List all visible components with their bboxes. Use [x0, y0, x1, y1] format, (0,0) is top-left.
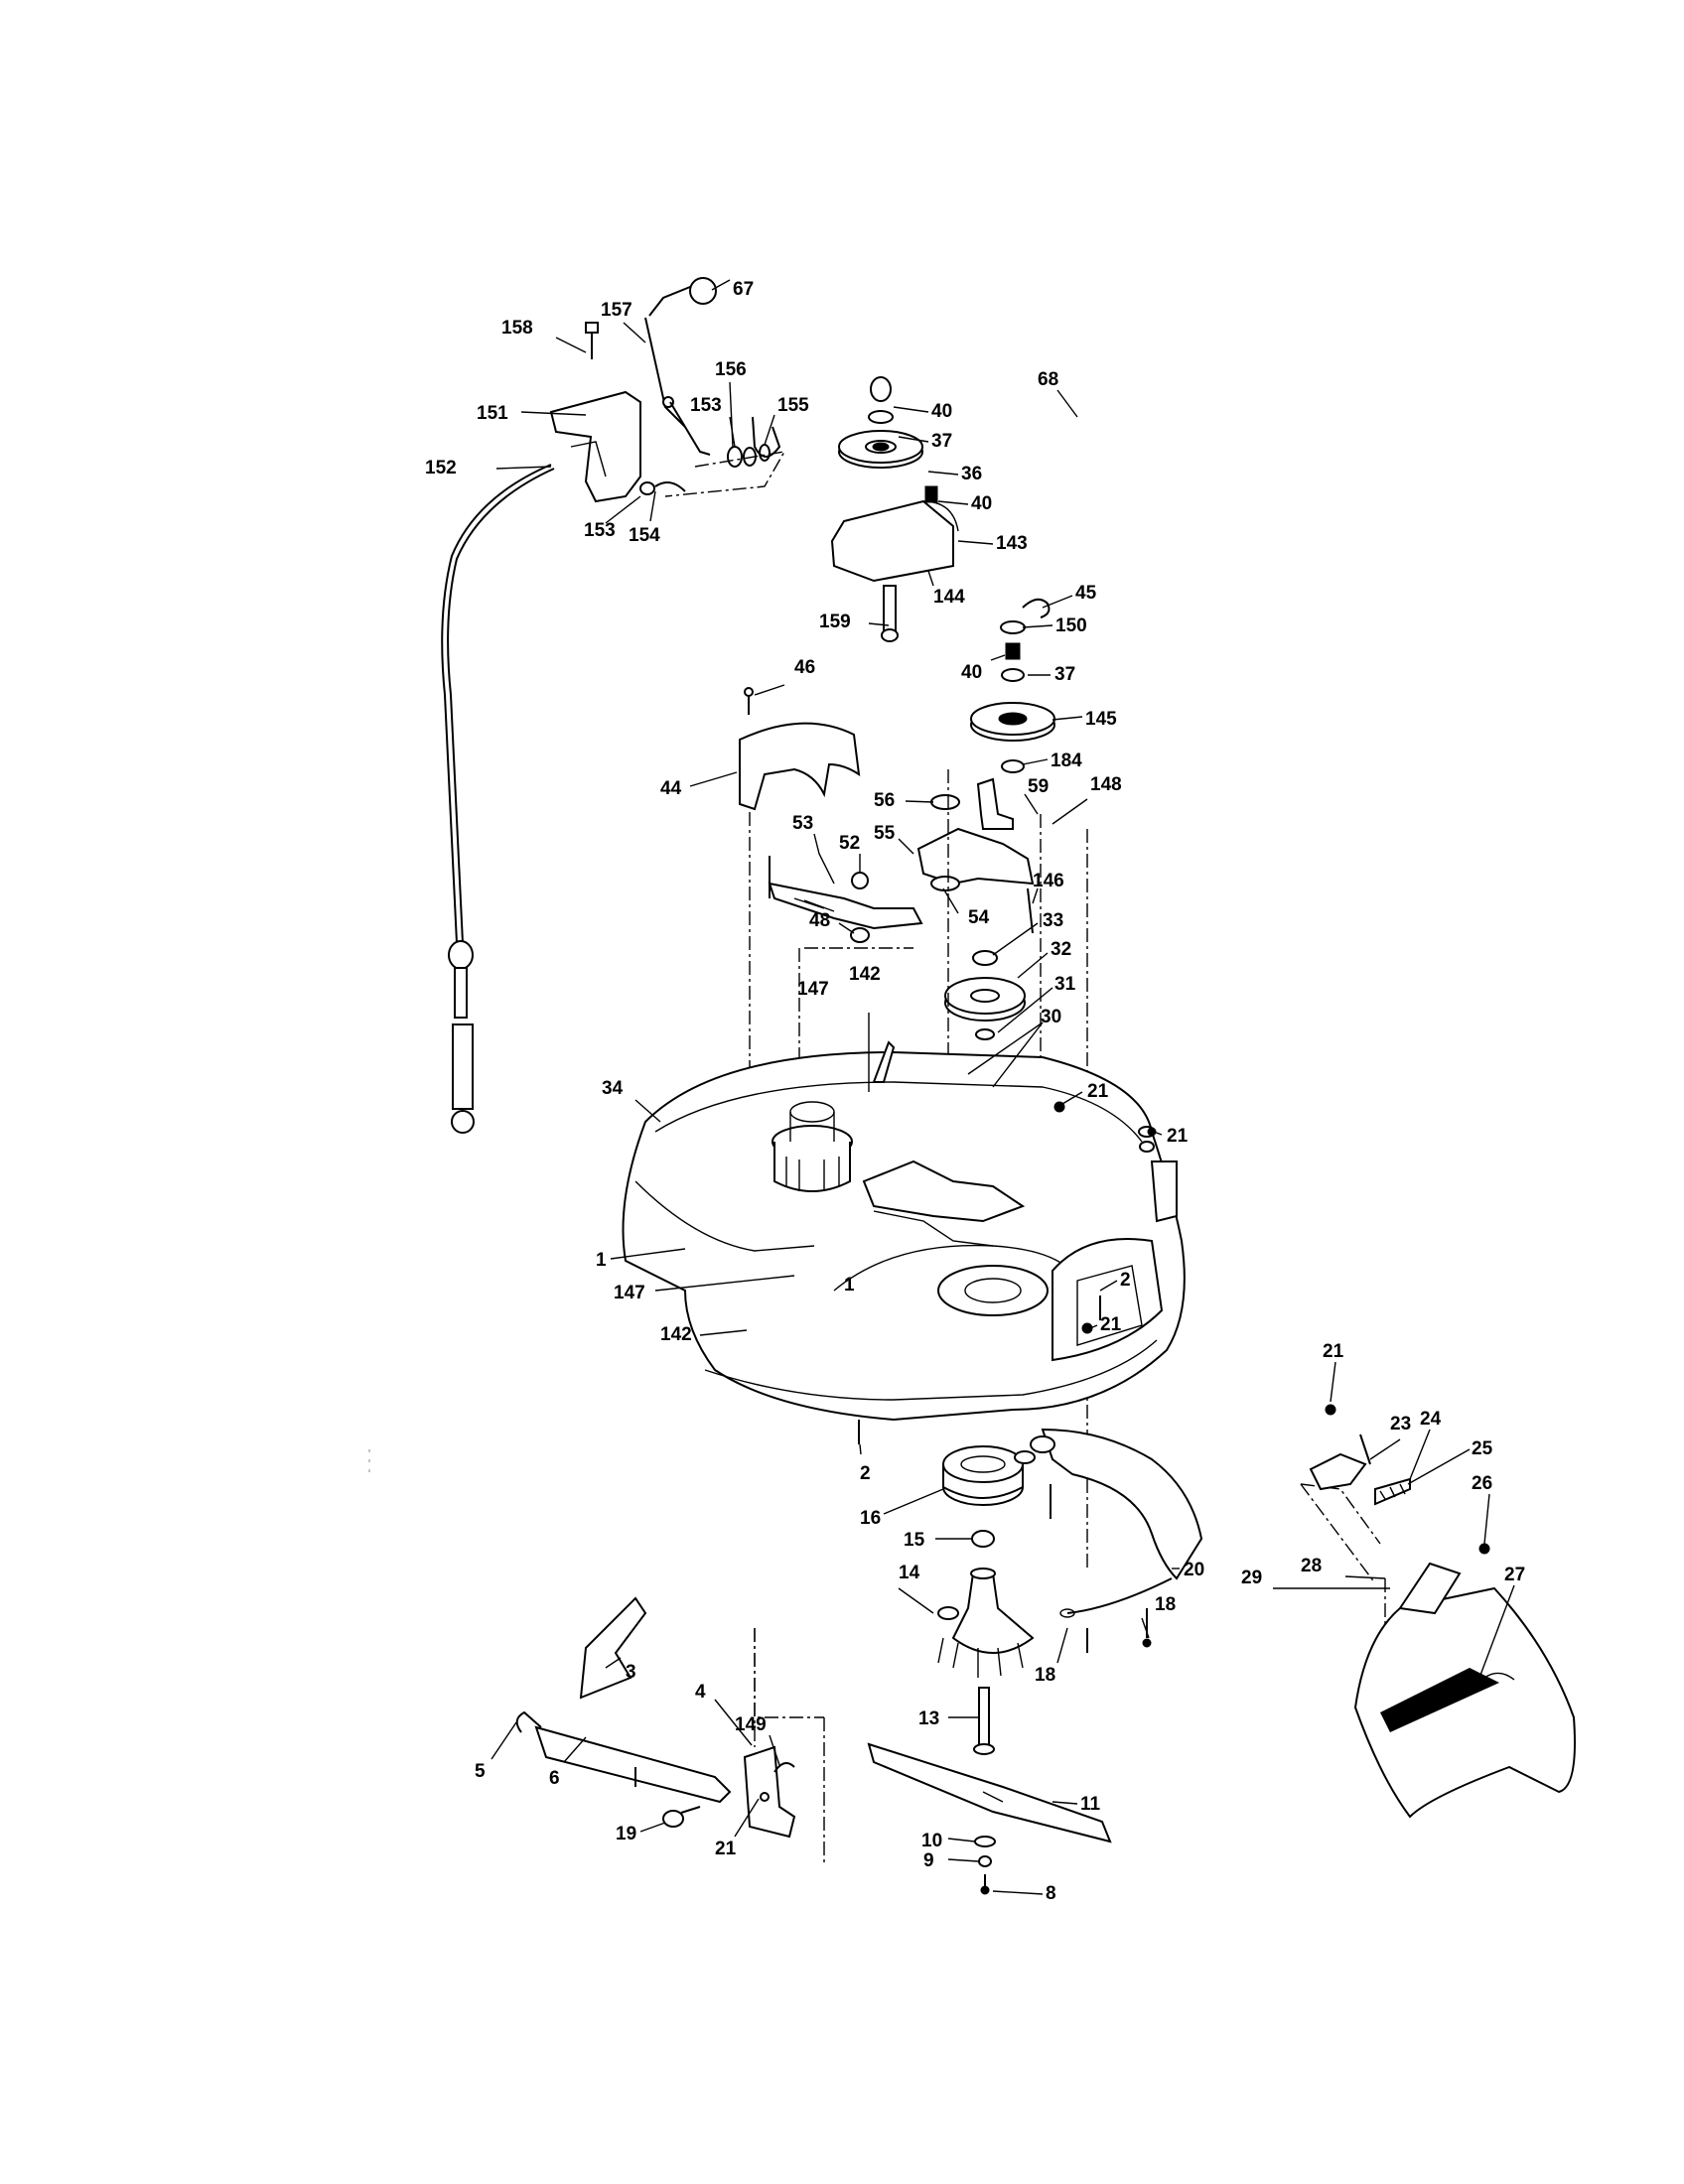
- deck-lift-cable: [441, 464, 555, 1134]
- control-lever-assembly: [549, 277, 786, 503]
- label-56: 56: [874, 790, 895, 811]
- label-147-upper: 147: [797, 979, 829, 1000]
- label-151: 151: [477, 403, 508, 424]
- label-2-a: 2: [1120, 1270, 1131, 1291]
- label-21-b: 21: [1167, 1126, 1189, 1147]
- label-28: 28: [1301, 1556, 1322, 1576]
- label-159: 159: [819, 612, 851, 632]
- label-153-upper: 153: [690, 395, 722, 416]
- label-21-a: 21: [1087, 1081, 1109, 1102]
- label-6: 6: [549, 1768, 560, 1789]
- label-27: 27: [1504, 1565, 1525, 1585]
- front-hitch-parts: [515, 1596, 796, 1839]
- label-1-a: 1: [596, 1250, 607, 1271]
- label-150: 150: [1055, 615, 1087, 636]
- label-21-c: 21: [1100, 1314, 1122, 1335]
- label-4: 4: [695, 1682, 706, 1703]
- label-144: 144: [933, 587, 965, 608]
- knob-icon: [689, 277, 717, 305]
- mower-deck: [622, 1040, 1186, 1422]
- label-34: 34: [602, 1078, 624, 1099]
- label-154: 154: [629, 525, 660, 546]
- label-143: 143: [996, 533, 1028, 554]
- label-156: 156: [715, 359, 747, 380]
- label-155: 155: [777, 395, 809, 416]
- label-40-low: 40: [961, 662, 982, 683]
- belt-pulley-stack: [970, 598, 1055, 830]
- deck-lift-arm: [1030, 1428, 1203, 1653]
- label-37-top: 37: [931, 431, 952, 452]
- leader-lines: [491, 279, 1515, 1895]
- label-21-e: 21: [715, 1839, 737, 1859]
- label-48: 48: [809, 910, 830, 931]
- label-14: 14: [899, 1563, 920, 1583]
- drive-belt: [1058, 326, 1390, 617]
- label-11: 11: [1080, 1794, 1101, 1815]
- label-146: 146: [1033, 871, 1064, 891]
- idler-arm: [916, 794, 1035, 934]
- idler-pulley-stack: [830, 376, 959, 642]
- label-18-right: 18: [1155, 1594, 1176, 1615]
- label-16: 16: [860, 1508, 881, 1529]
- label-55: 55: [874, 823, 896, 844]
- label-53: 53: [792, 813, 813, 834]
- label-44: 44: [660, 778, 682, 799]
- label-142-lower: 142: [660, 1324, 692, 1345]
- label-18-left: 18: [1035, 1665, 1055, 1686]
- label-145: 145: [1085, 709, 1117, 730]
- label-33: 33: [1043, 910, 1063, 931]
- label-23: 23: [1390, 1414, 1411, 1434]
- belt-guard: [739, 687, 861, 811]
- label-1-b: 1: [844, 1275, 855, 1296]
- label-26: 26: [1472, 1473, 1492, 1494]
- label-8: 8: [1046, 1883, 1056, 1904]
- label-152: 152: [425, 458, 457, 478]
- label-32: 32: [1051, 939, 1071, 960]
- label-3: 3: [626, 1662, 636, 1683]
- spring-arm: [768, 856, 923, 943]
- label-24: 24: [1420, 1409, 1442, 1430]
- label-46: 46: [794, 657, 815, 678]
- label-2-b: 2: [860, 1463, 871, 1484]
- small-hardware: [634, 1101, 1157, 1787]
- part-number-labels: 67 157 158 151 152 153 154 156 153 155 4…: [425, 279, 1525, 1904]
- label-184: 184: [1051, 751, 1082, 771]
- label-13: 13: [918, 1708, 939, 1729]
- label-68: 68: [1038, 369, 1058, 390]
- label-19: 19: [616, 1824, 636, 1844]
- label-36: 36: [961, 464, 982, 484]
- label-153-lower: 153: [584, 520, 616, 541]
- label-40-mid: 40: [971, 493, 992, 514]
- label-20: 20: [1184, 1560, 1204, 1580]
- label-30: 30: [1041, 1007, 1061, 1027]
- label-9: 9: [923, 1850, 934, 1871]
- label-147-lower: 147: [614, 1283, 645, 1303]
- label-149: 149: [735, 1714, 767, 1735]
- label-37-low: 37: [1054, 664, 1075, 685]
- label-25: 25: [1472, 1438, 1493, 1459]
- discharge-chute: [1309, 1404, 1576, 1819]
- label-15: 15: [904, 1530, 925, 1551]
- label-31: 31: [1054, 974, 1076, 995]
- label-157: 157: [601, 300, 632, 321]
- spindle-assembly: [867, 1445, 1112, 1895]
- label-5: 5: [475, 1761, 486, 1782]
- label-158: 158: [501, 318, 533, 339]
- label-10: 10: [921, 1831, 942, 1851]
- label-142-upper: 142: [849, 964, 881, 985]
- label-52: 52: [839, 833, 860, 854]
- label-29: 29: [1241, 1568, 1262, 1588]
- label-59: 59: [1028, 776, 1049, 797]
- label-45: 45: [1075, 583, 1097, 604]
- label-67: 67: [733, 279, 754, 300]
- label-54: 54: [968, 907, 990, 928]
- label-148: 148: [1090, 774, 1122, 795]
- label-40-top: 40: [931, 401, 952, 422]
- label-21-d: 21: [1323, 1341, 1344, 1362]
